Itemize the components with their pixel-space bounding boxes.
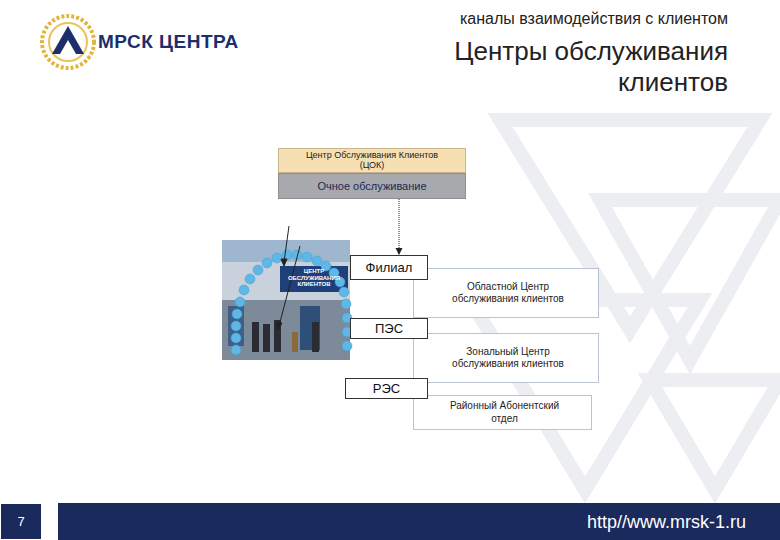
company-logo bbox=[42, 16, 94, 68]
level-box: Филиал bbox=[350, 255, 428, 280]
box-text: Филиал bbox=[366, 260, 413, 275]
office-box: Районный Абонентский отдел bbox=[413, 395, 592, 430]
page-number: 7 bbox=[0, 503, 42, 540]
footer-bar bbox=[0, 503, 780, 540]
center-box: Центр Обслуживания Клиентов (ЦОК) bbox=[278, 148, 466, 173]
box-text: Центр Обслуживания Клиентов (ЦОК) bbox=[297, 151, 447, 171]
logo-text: МРСК ЦЕНТРА bbox=[98, 31, 239, 53]
office-box: Зональный Центр обслуживания клиентов bbox=[413, 333, 599, 383]
connector-arrow bbox=[396, 199, 403, 255]
office-box: Областной Центр обслуживания клиентов bbox=[413, 268, 599, 318]
level-box: РЭС bbox=[345, 378, 428, 399]
box-text: Зональный Центр обслуживания клиентов bbox=[436, 346, 580, 371]
box-text: Областной Центр обслуживания клиентов bbox=[436, 281, 580, 306]
box-text: РЭС bbox=[373, 381, 400, 396]
site-url: http//www.mrsk-1.ru bbox=[587, 507, 746, 537]
sign-text: ЦЕНТР ОБСЛУЖИВАНИЯ КЛИЕНТОВ bbox=[282, 268, 346, 288]
slide-title: Центры обслуживания клиентов bbox=[398, 36, 728, 98]
box-text: ПЭС bbox=[375, 321, 403, 336]
section-caption: каналы взаимодействия с клиентом bbox=[460, 10, 728, 28]
building-photo bbox=[222, 240, 352, 360]
box-text: Районный Абонентский отдел bbox=[436, 400, 573, 425]
service-band: Очное обслуживание bbox=[278, 173, 466, 199]
box-text: Очное обслуживание bbox=[317, 180, 426, 192]
level-box: ПЭС bbox=[350, 318, 428, 339]
